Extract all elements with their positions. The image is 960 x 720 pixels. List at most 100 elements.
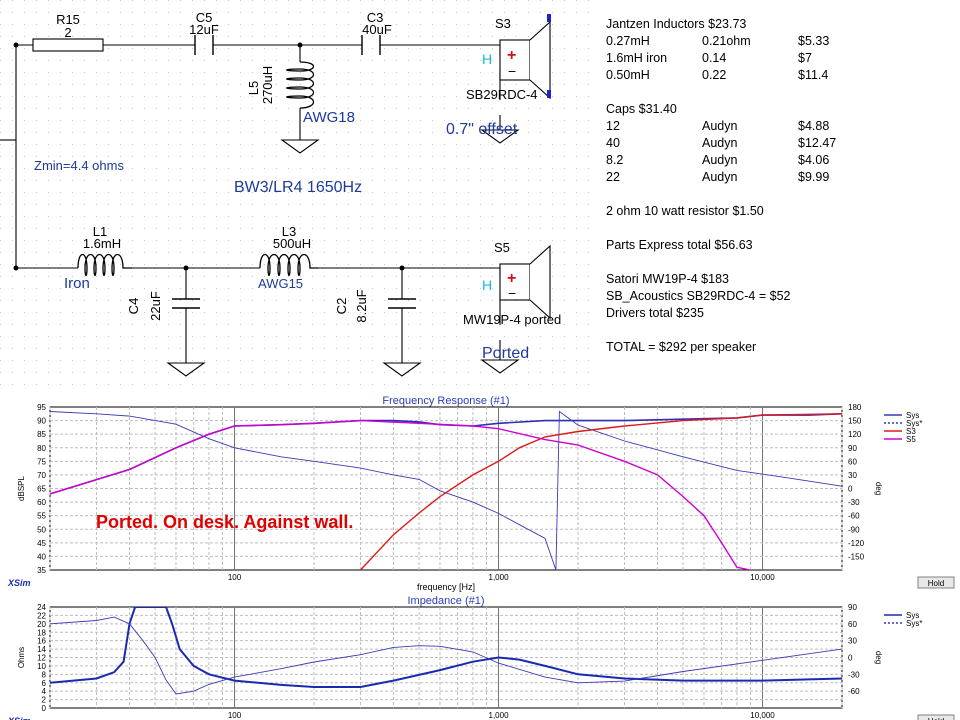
y-tick-label-right: -60 bbox=[848, 512, 860, 521]
capacitor-c3 bbox=[361, 35, 381, 55]
legend-label: Sys* bbox=[906, 619, 922, 628]
c3-ref: C3 bbox=[367, 10, 384, 25]
capacitor-c4 bbox=[172, 298, 200, 309]
cap-brand: Audyn bbox=[702, 119, 738, 133]
y-tick-label-left: 85 bbox=[37, 430, 46, 439]
y-tick-label-left: 90 bbox=[37, 417, 46, 426]
legend-label: S5 bbox=[906, 435, 916, 444]
y-tick-label-right: 90 bbox=[848, 444, 857, 453]
s3-minus: − bbox=[508, 63, 516, 79]
y-tick-label-left: 65 bbox=[37, 485, 46, 494]
inductor-value: 0.50mH bbox=[606, 68, 650, 82]
chart-title: Frequency Response (#1) bbox=[382, 395, 509, 407]
c5-ref: C5 bbox=[196, 10, 213, 25]
s3-note: 0.7" offset bbox=[446, 121, 518, 138]
y-axis-label-left: dBSPL bbox=[17, 475, 26, 500]
y-tick-label-right: 180 bbox=[848, 403, 862, 412]
inductor-value: 1.6mH iron bbox=[606, 51, 668, 65]
y-tick-label-left: 0 bbox=[42, 704, 47, 713]
l5-ref: L5 bbox=[246, 81, 261, 95]
y-tick-label-left: 40 bbox=[37, 552, 46, 561]
filter-label: BW3/LR4 1650Hz bbox=[234, 179, 362, 196]
y-tick-label-left: 95 bbox=[37, 403, 46, 412]
cap-price: $4.88 bbox=[798, 119, 830, 133]
inductor-l3 bbox=[259, 253, 318, 277]
inductor-l5 bbox=[285, 61, 315, 109]
chart-title: Impedance (#1) bbox=[407, 595, 484, 607]
y-tick-label-left: 4 bbox=[42, 687, 47, 696]
c2-value: 8.2uF bbox=[354, 289, 369, 322]
s3-h-label: H bbox=[482, 51, 492, 67]
y-tick-label-left: 2 bbox=[42, 696, 47, 705]
c3-value: 40uF bbox=[362, 22, 392, 37]
y-tick-label-right: 30 bbox=[848, 471, 857, 480]
inductor-l1 bbox=[77, 253, 132, 277]
hold-button-label: Hold bbox=[928, 717, 944, 720]
l1-value: 1.6mH bbox=[83, 236, 121, 251]
y-tick-label-left: 14 bbox=[37, 645, 46, 654]
l5-value: 270uH bbox=[260, 66, 275, 104]
l3-note: AWG15 bbox=[258, 276, 303, 291]
legend-label: S3 bbox=[906, 427, 916, 436]
inductor-price: $11.4 bbox=[798, 68, 829, 82]
l3-value: 500uH bbox=[273, 236, 311, 251]
s5-plus: + bbox=[507, 270, 516, 287]
hold-button-label: Hold bbox=[928, 579, 944, 588]
y-tick-label-left: 70 bbox=[37, 471, 46, 480]
y-tick-label-right: -30 bbox=[848, 498, 860, 507]
y-tick-label-left: 22 bbox=[37, 611, 46, 620]
y-tick-label-right: -150 bbox=[848, 552, 865, 561]
drivers-total: Drivers total $235 bbox=[606, 306, 704, 320]
legend-label: Sys* bbox=[906, 419, 922, 428]
resistor-line: 2 ohm 10 watt resistor $1.50 bbox=[606, 204, 764, 218]
r15-ref: R15 bbox=[56, 12, 80, 27]
grand-total: TOTAL = $292 per speaker bbox=[606, 340, 757, 354]
y-tick-label-right: 120 bbox=[848, 430, 862, 439]
caps-header: Caps $31.40 bbox=[606, 102, 677, 116]
x-tick-label: 10,000 bbox=[750, 573, 775, 582]
measurement-note: Ported. On desk. Against wall. bbox=[96, 512, 354, 532]
cap-brand: Audyn bbox=[702, 153, 738, 167]
y-tick-label-right: 60 bbox=[848, 620, 857, 629]
y-tick-label-left: 6 bbox=[42, 679, 47, 688]
driver-woofer: Satori MW19P-4 $183 bbox=[606, 272, 729, 286]
y-tick-label-right: -30 bbox=[848, 670, 860, 679]
s5-ref: S5 bbox=[494, 240, 510, 255]
s5-note: Ported bbox=[482, 345, 529, 362]
series-line-s3 bbox=[359, 413, 842, 570]
x-tick-label: 10,000 bbox=[750, 711, 775, 720]
y-tick-label-right: 60 bbox=[848, 457, 857, 466]
y-tick-label-left: 55 bbox=[37, 512, 46, 521]
s3-plus: + bbox=[507, 47, 516, 64]
wires bbox=[0, 44, 501, 363]
inductor-spec: 0.21ohm bbox=[702, 34, 751, 48]
y-tick-label-left: 8 bbox=[42, 670, 47, 679]
cap-value: 8.2 bbox=[606, 153, 624, 167]
l1-note: Iron bbox=[64, 275, 90, 292]
y-tick-label-left: 24 bbox=[37, 603, 46, 612]
inductor-spec: 0.14 bbox=[702, 51, 727, 65]
hold-button[interactable] bbox=[917, 576, 955, 589]
cap-brand: Audyn bbox=[702, 136, 738, 150]
hold-button[interactable] bbox=[917, 714, 955, 720]
inductor-price: $7 bbox=[798, 51, 812, 65]
capacitor-c5 bbox=[194, 35, 214, 55]
c4-ref: C4 bbox=[126, 298, 141, 315]
cap-price: $9.99 bbox=[798, 170, 830, 184]
y-tick-label-right: -60 bbox=[848, 687, 860, 696]
y-axis-label-right: deg bbox=[874, 651, 883, 664]
xsim-brand: XSim bbox=[7, 716, 31, 720]
y-tick-label-left: 35 bbox=[37, 566, 46, 575]
resistor-r15 bbox=[32, 38, 104, 52]
y-tick-label-left: 80 bbox=[37, 444, 46, 453]
frequency-response-chart: 9590858075706560555045403518015012090603… bbox=[7, 395, 955, 592]
legend-label: Sys bbox=[906, 411, 919, 420]
series-line-sys bbox=[50, 616, 842, 695]
